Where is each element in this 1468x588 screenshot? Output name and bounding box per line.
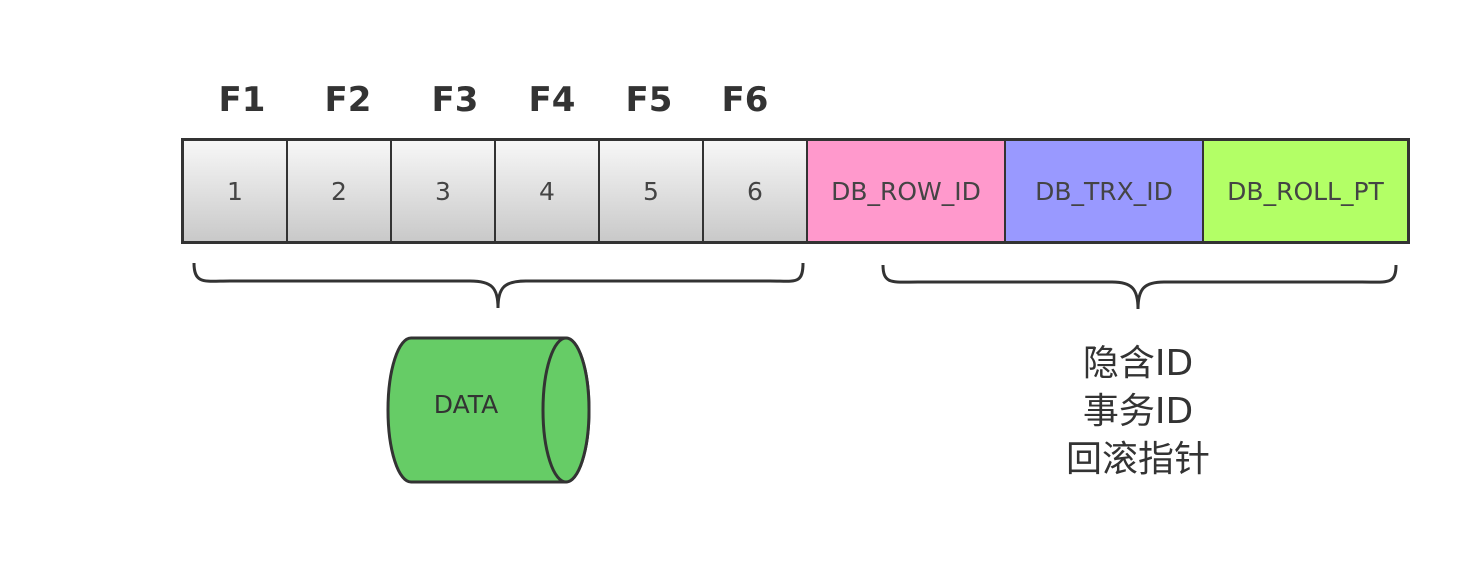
field-header-f4: F4 [528,80,576,120]
field-headers: F1 F2 F3 F4 F5 F6 [0,0,1468,130]
hidden-column-db-trx-id: DB_TRX_ID [1006,141,1204,241]
field-header-f2: F2 [324,80,372,120]
field-cell-4: 4 [496,141,600,241]
data-store-label: DATA [433,390,499,419]
field-cell-2: 2 [288,141,392,241]
field-cell-1: 1 [184,141,288,241]
field-header-f6: F6 [721,80,769,120]
record-row: 1 2 3 4 5 6 DB_ROW_ID DB_TRX_ID DB_ROLL_… [181,138,1410,244]
field-header-f1: F1 [218,80,266,120]
left-brace [192,262,805,309]
hidden-column-db-roll-pt: DB_ROLL_PT [1204,141,1407,241]
field-cell-5: 5 [600,141,704,241]
hidden-column-db-row-id: DB_ROW_ID [808,141,1006,241]
right-brace [881,264,1398,310]
field-header-f5: F5 [625,80,673,120]
hidden-id-labels: 隐含ID 事务ID 回滚指针 [1040,340,1236,484]
field-cell-3: 3 [392,141,496,241]
label-implicit-id: 隐含ID [1082,343,1194,384]
field-header-f3: F3 [431,80,479,120]
field-cell-6: 6 [704,141,808,241]
label-rollback-pointer: 回滚指针 [1065,439,1210,480]
label-transaction-id: 事务ID [1082,391,1194,432]
data-cylinder-end [541,336,591,484]
